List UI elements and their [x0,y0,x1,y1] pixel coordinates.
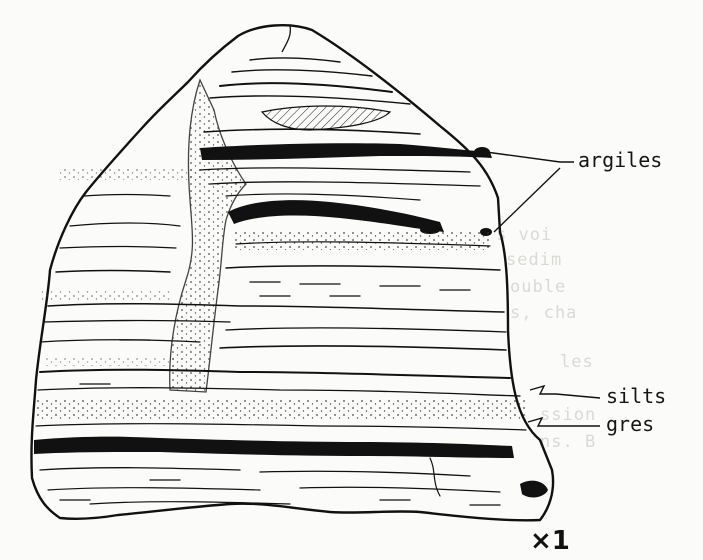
label-argiles: argiles [578,148,662,172]
label-gres: gres [606,412,654,436]
clay-layer-2 [228,200,444,232]
label-silts: silts [606,384,666,408]
clay-layer-3 [34,437,514,458]
clay-layer-1 [200,143,492,160]
sandstone-band-3 [60,168,200,180]
scale-label: ×1 [530,526,570,556]
sandstone-band-2 [36,400,526,420]
hatched-lens [262,106,390,130]
leader-lines [486,152,600,426]
sandstone-band-1 [232,232,490,250]
